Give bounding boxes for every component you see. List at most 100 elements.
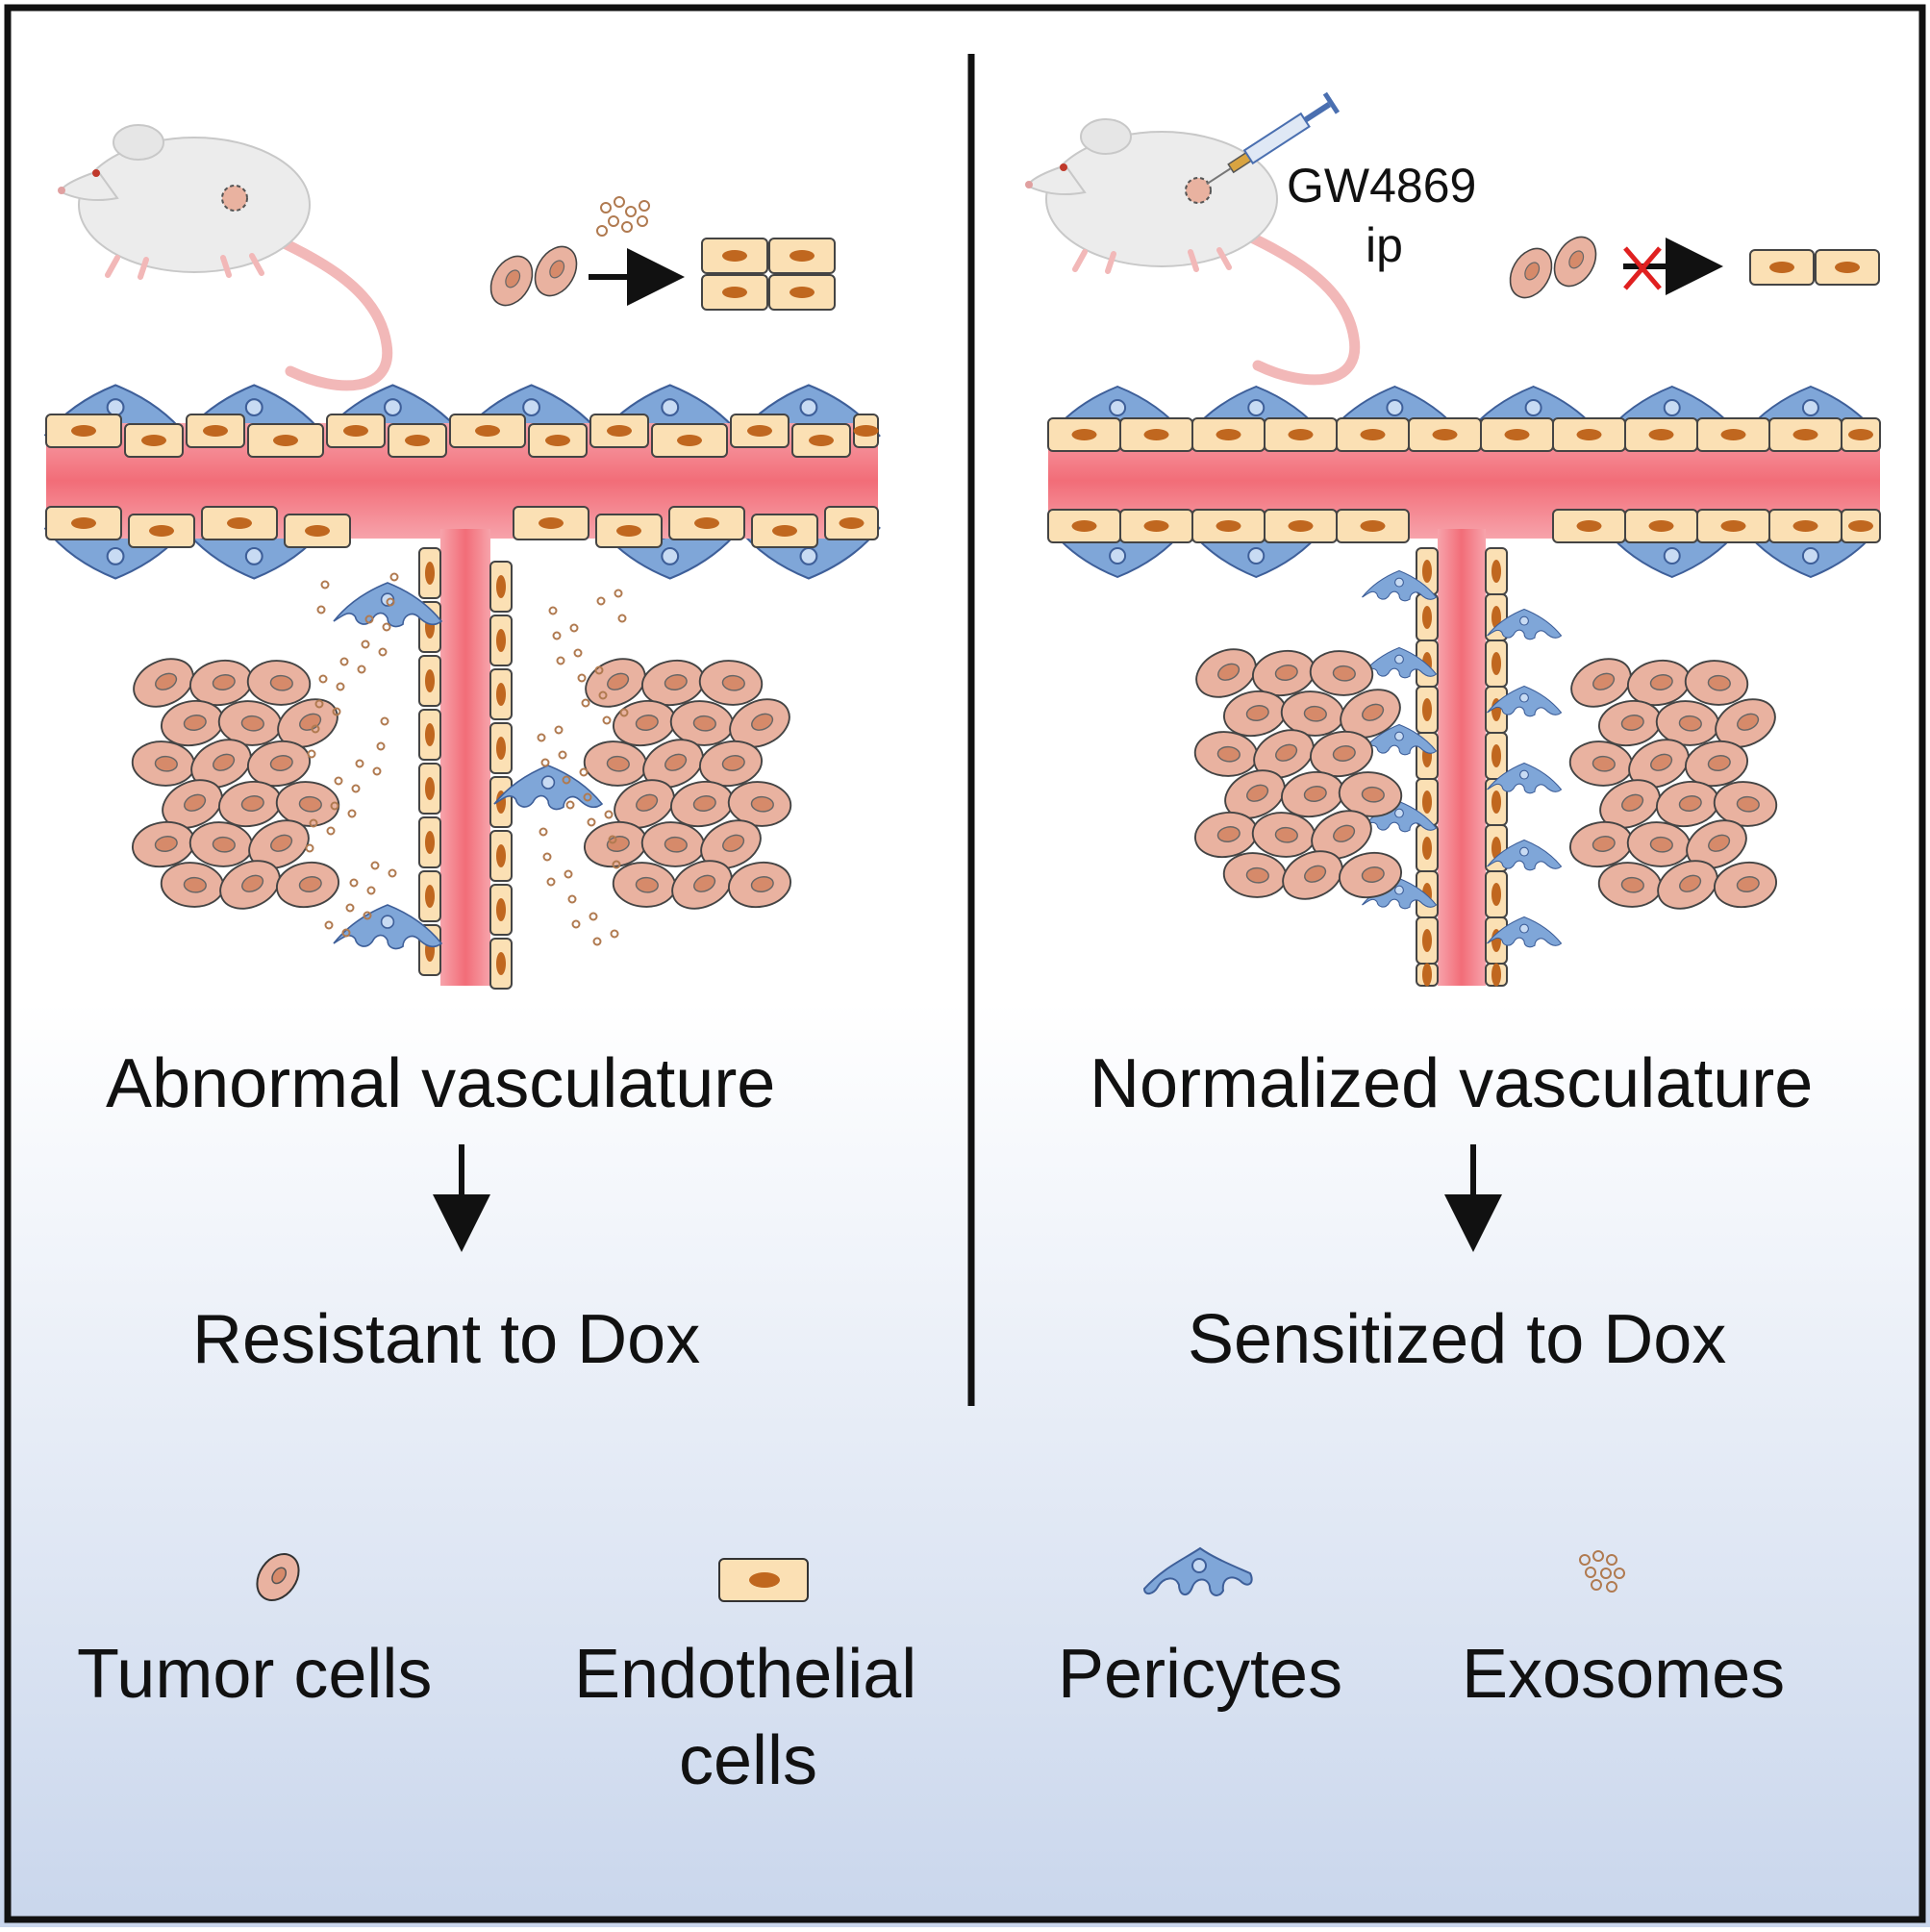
endothelial-cell: [1624, 417, 1698, 452]
tumor-cell: [1570, 658, 1632, 708]
vessel-branch-lumen: [1438, 529, 1486, 986]
tumor-cell: [1628, 739, 1690, 789]
exosome: [540, 758, 550, 767]
exosome: [363, 911, 372, 920]
endothelial-cell: [1480, 417, 1554, 452]
endothelial-cell: [1416, 916, 1439, 965]
exosome: [330, 801, 339, 811]
inhibition-cross-icon: [1623, 246, 1662, 290]
exosome: [602, 715, 612, 725]
tumor-cell: [1224, 769, 1286, 819]
pericyte: [1362, 723, 1438, 756]
mouse-icon: [1025, 118, 1361, 386]
endothelial-cell: [326, 414, 386, 448]
legend-endothelial-line1: Endothelial: [574, 1636, 917, 1713]
exosome: [388, 868, 397, 878]
exosome: [307, 749, 316, 759]
tumor-cell: [131, 820, 196, 868]
exosome: [364, 615, 374, 624]
pericyte: [333, 904, 443, 950]
exosome: [581, 698, 590, 708]
pericyte: [1487, 916, 1563, 948]
exosome: [357, 665, 366, 674]
tumor-cell: [1251, 812, 1316, 858]
exosome: [558, 750, 567, 760]
tumor-cell: [1280, 770, 1345, 818]
endothelial-cell: [1416, 963, 1439, 987]
legend-exosomes: Exosomes: [1462, 1636, 1786, 1713]
mouse-icon: [58, 124, 393, 391]
endothelial-cell: [489, 722, 513, 774]
endothelial-cell: [124, 423, 184, 458]
endothelial-cell: [418, 816, 441, 868]
legend-endothelial-line2: cells: [679, 1722, 818, 1799]
exosome: [372, 766, 382, 776]
right-panel-title: Normalized vasculature: [1090, 1045, 1814, 1122]
pericyte: [1362, 569, 1438, 602]
endothelial-cell: [418, 709, 441, 761]
normalized-vessel: [1047, 385, 1881, 987]
endothelial-cell: [489, 776, 513, 828]
endothelial-cell: [1768, 509, 1842, 543]
tumor-cell: [489, 255, 534, 307]
endothelial-cell: [489, 938, 513, 990]
endothelial-cell: [751, 514, 818, 548]
exosome: [341, 928, 351, 938]
tumor-cell-legend-icon: [256, 1553, 300, 1601]
pericyte: [1362, 646, 1438, 679]
exosome: [316, 605, 326, 615]
exosome: [548, 606, 558, 615]
exosome: [617, 614, 627, 623]
endothelial-cell: [1336, 417, 1410, 452]
endothelial-cell: [1485, 547, 1508, 595]
endothelial-cell: [489, 561, 513, 613]
outer-frame: [4, 4, 1926, 1923]
tumor-cell: [698, 660, 764, 706]
exosome: [361, 640, 370, 649]
tumor-cells-pair: [1509, 236, 1597, 299]
exosome: [351, 784, 361, 793]
tumor-cell: [1338, 771, 1403, 817]
endothelial-cell: [1416, 593, 1439, 641]
tumor-cell: [248, 819, 310, 869]
endothelial-cell: [1696, 417, 1770, 452]
tumor-cell: [1713, 781, 1778, 827]
endothelial-cluster: [701, 238, 836, 311]
endothelial-cell: [1485, 640, 1508, 688]
tumor-cell: [219, 860, 281, 910]
pericyte: [1362, 800, 1438, 833]
tumor-mass-left: [131, 658, 340, 910]
endothelial-cell: [45, 506, 122, 540]
endothelial-cell: [1624, 509, 1698, 543]
exosome: [577, 673, 587, 683]
exosome: [309, 818, 318, 828]
right-panel-outcome: Sensitized to Dox: [1188, 1301, 1727, 1378]
exosome: [546, 877, 556, 887]
endothelial-cell: [824, 506, 879, 540]
tumor-cell: [698, 740, 764, 788]
tumor-cells-pair: [489, 245, 578, 307]
tumor-cell: [1684, 740, 1749, 788]
tumor-cell: [162, 779, 223, 829]
exosome: [332, 707, 341, 716]
endothelial-cell-legend-icon: [718, 1558, 809, 1602]
endothelial-cell: [1119, 417, 1193, 452]
exosome: [339, 657, 349, 666]
pericyte: [1487, 839, 1563, 871]
exosome: [598, 690, 608, 700]
endothelial-cell: [651, 423, 728, 458]
endothelial-cell: [1552, 417, 1626, 452]
exosome: [587, 817, 596, 827]
exosome: [589, 912, 598, 921]
tumor-cell: [669, 700, 735, 746]
tumor-cell: [131, 740, 196, 787]
exosome: [612, 860, 621, 869]
exosome: [596, 596, 606, 606]
exosome: [345, 903, 355, 913]
tumor-cell: [277, 698, 338, 748]
exosome: [619, 708, 629, 717]
exosome: [311, 724, 320, 734]
exosome: [355, 759, 364, 768]
